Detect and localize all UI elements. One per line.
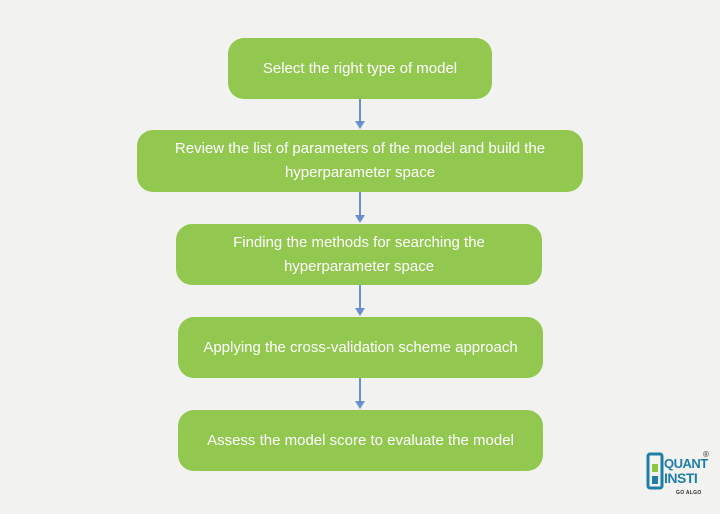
step-box-assess-score: Assess the model score to evaluate the m… xyxy=(178,410,543,471)
step-box-cross-validation: Applying the cross-validation scheme app… xyxy=(178,317,543,378)
arrow-1 xyxy=(355,99,365,129)
step-box-search-methods: Finding the methods for searching the hy… xyxy=(176,224,542,285)
arrow-4 xyxy=(355,378,365,409)
step-label: Finding the methods for searching the hy… xyxy=(233,233,485,275)
arrow-2 xyxy=(355,192,365,223)
arrow-3 xyxy=(355,285,365,316)
step-label: Review the list of parameters of the mod… xyxy=(174,140,546,181)
step-box-select-model: Select the right type of model xyxy=(228,38,492,99)
logo-tagline: GO ALGO xyxy=(676,490,702,496)
step-label: Applying the cross-validation scheme app… xyxy=(203,338,518,356)
logo-text-line1: QUANT xyxy=(664,456,708,471)
step-label: Assess the model score to evaluate the m… xyxy=(207,431,514,449)
logo-text-line2: INSTI xyxy=(664,470,698,486)
quantinsti-logo-icon xyxy=(646,452,664,490)
registered-mark: ® xyxy=(703,450,709,459)
step-box-review-parameters: Review the list of parameters of the mod… xyxy=(137,130,583,192)
step-label: Select the right type of model xyxy=(262,59,458,77)
